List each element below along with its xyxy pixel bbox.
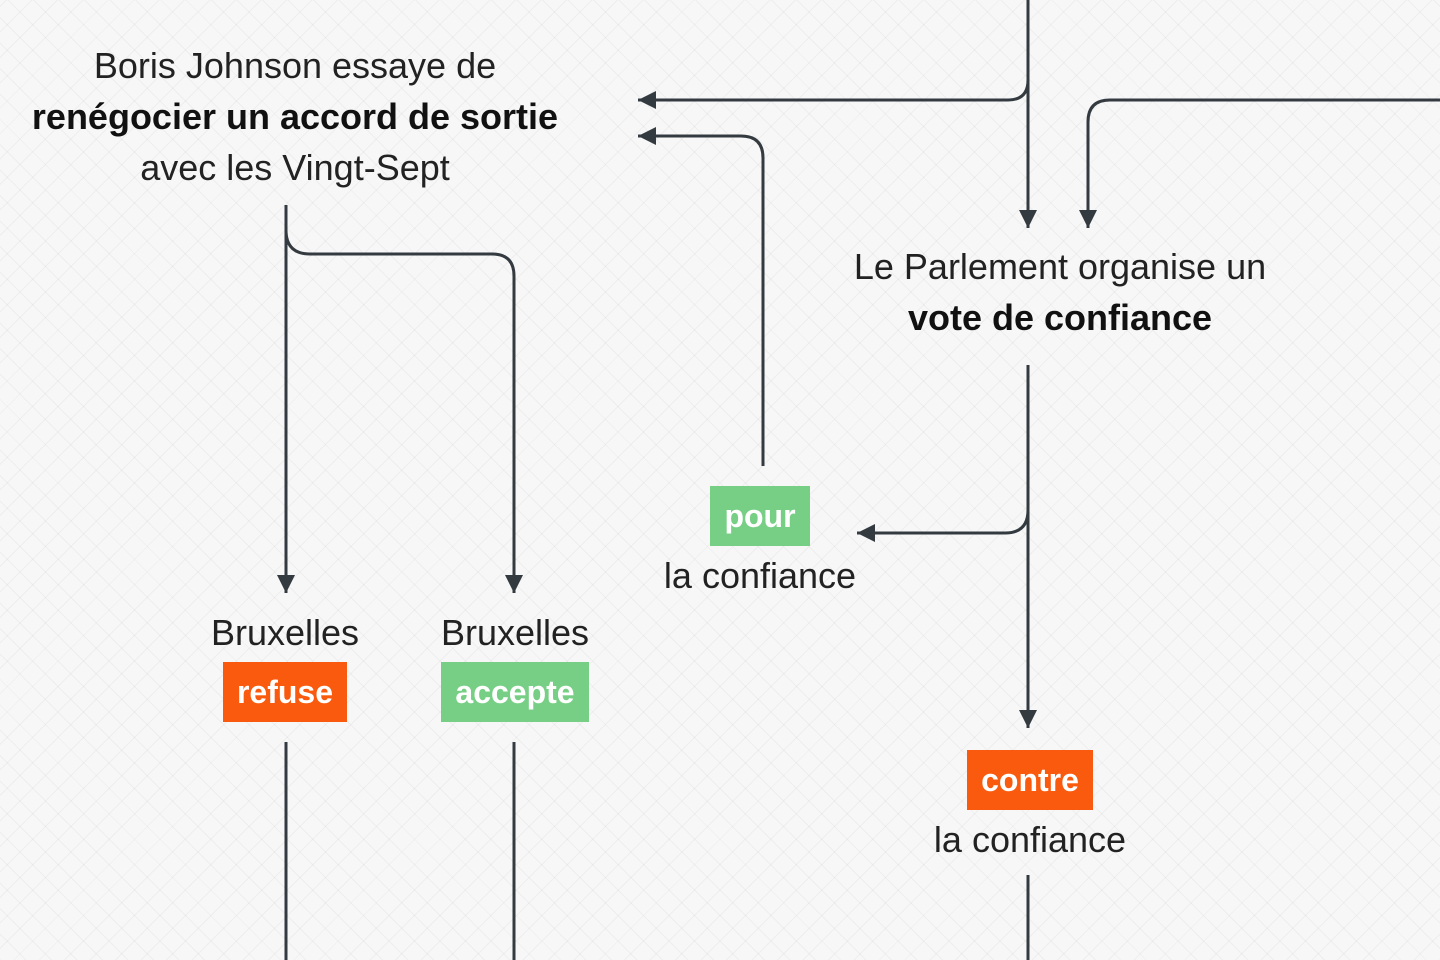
node-brussels-refuses-label: Bruxelles <box>210 612 360 653</box>
node-vote-against-label: la confiance <box>933 819 1127 860</box>
node-johnson-line-3: avec les Vingt-Sept <box>140 147 450 188</box>
node-vote-against-confidence: contre la confiance <box>880 750 1180 865</box>
node-vote-for-confidence: pour la confiance <box>620 486 900 601</box>
node-parlement-line-1: Le Parlement organise un <box>853 246 1267 287</box>
connector-pour-to-johnson <box>638 127 765 466</box>
badge-accepte: accepte <box>441 662 589 722</box>
badge-refuse: refuse <box>222 662 348 722</box>
node-brussels-accepts: Bruxelles accepte <box>410 607 620 722</box>
connector-top-to-johnson <box>638 0 1030 109</box>
node-johnson-renegotiates: Boris Johnson essaye de renégocier un ac… <box>0 40 590 193</box>
node-brussels-refuses: Bruxelles refuse <box>180 607 390 722</box>
badge-contre: contre <box>967 750 1093 810</box>
node-brussels-accepts-label: Bruxelles <box>440 612 590 653</box>
badge-pour: pour <box>710 486 810 546</box>
node-vote-for-label: la confiance <box>663 555 857 596</box>
node-parlement-line-2: vote de confiance <box>907 297 1213 338</box>
node-johnson-line-1: Boris Johnson essaye de <box>93 45 497 86</box>
connector-johnson-to-accepte <box>284 229 523 593</box>
connector-right-to-parlement <box>1079 98 1440 228</box>
node-johnson-line-2: renégocier un accord de sortie <box>31 96 559 137</box>
node-parliament-confidence-vote: Le Parlement organise un vote de confian… <box>820 241 1300 343</box>
